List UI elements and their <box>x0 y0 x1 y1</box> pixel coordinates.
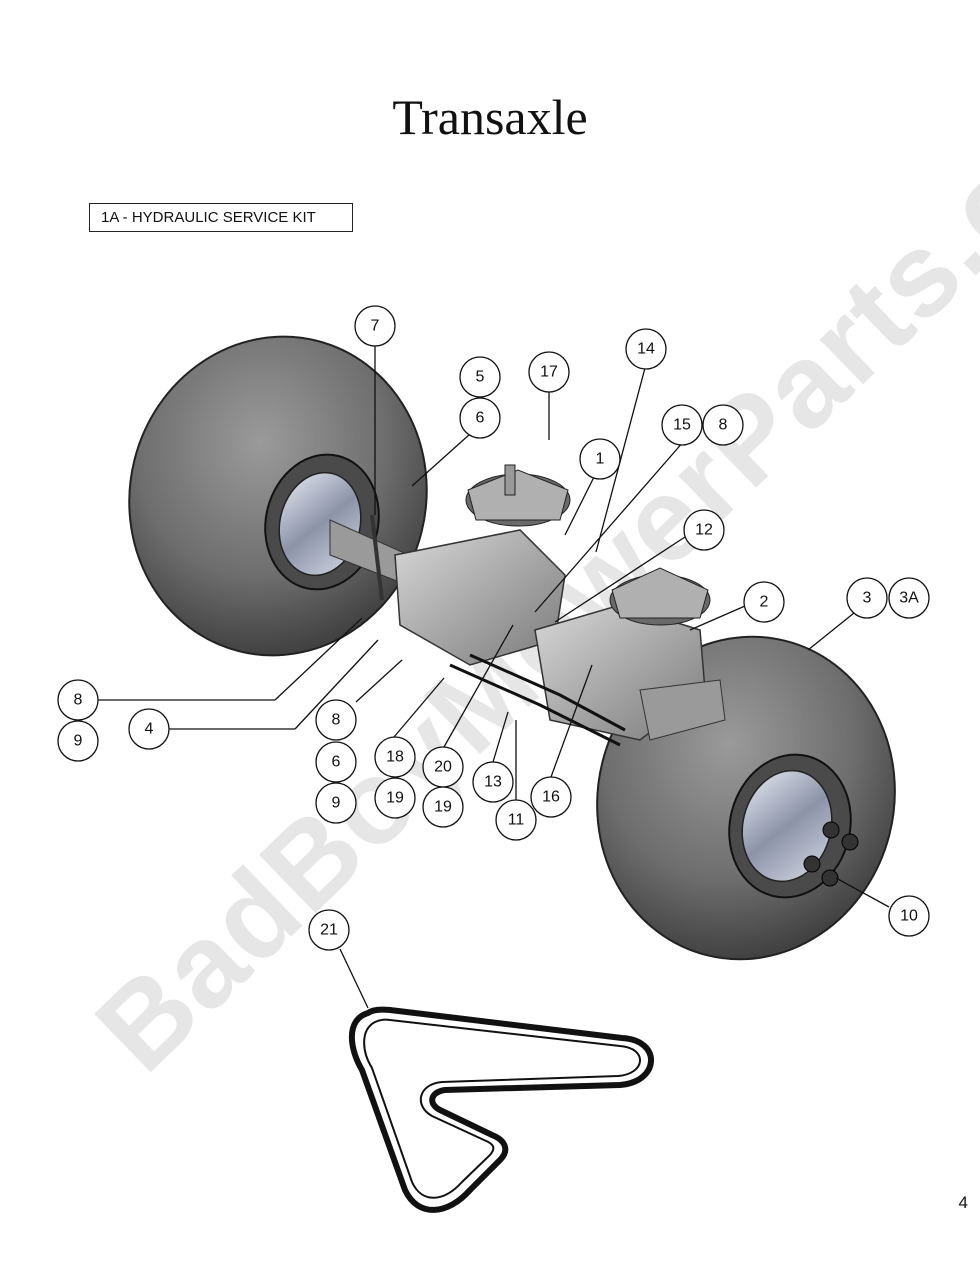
left-fan <box>465 464 571 527</box>
callout-9-mid: 9 <box>315 782 357 824</box>
svg-text:16: 16 <box>542 789 560 806</box>
svg-text:3A: 3A <box>899 590 919 607</box>
callout-3: 3 <box>846 577 888 619</box>
right-transaxle <box>534 567 726 741</box>
center-belt <box>449 653 626 747</box>
svg-text:11: 11 <box>508 812 525 829</box>
svg-text:8: 8 <box>74 692 83 709</box>
callout-9-left: 9 <box>57 720 99 762</box>
lug-nuts <box>803 821 859 887</box>
kit-label: 1A - HYDRAULIC SERVICE KIT <box>89 203 353 232</box>
callout-13: 13 <box>472 761 514 803</box>
callout-12: 12 <box>683 509 725 551</box>
svg-text:18: 18 <box>386 749 404 766</box>
callout-1: 1 <box>579 438 621 480</box>
svg-text:5: 5 <box>476 369 485 386</box>
callout-3a: 3A <box>888 577 930 619</box>
svg-text:6: 6 <box>332 754 341 771</box>
callout-21: 21 <box>308 909 350 951</box>
callout-15: 15 <box>661 404 703 446</box>
svg-text:8: 8 <box>332 712 341 729</box>
svg-text:17: 17 <box>540 364 558 381</box>
callout-8-top: 8 <box>702 404 744 446</box>
callout-19-a: 19 <box>374 777 416 819</box>
svg-text:4: 4 <box>145 721 154 738</box>
svg-text:14: 14 <box>637 341 655 358</box>
callout-6: 6 <box>459 397 501 439</box>
svg-text:15: 15 <box>673 417 691 434</box>
callout-19-b: 19 <box>422 786 464 828</box>
callout-8-left: 8 <box>57 679 99 721</box>
svg-text:20: 20 <box>434 759 452 776</box>
svg-text:19: 19 <box>434 799 452 816</box>
left-tire <box>128 335 428 657</box>
callout-16: 16 <box>530 776 572 818</box>
svg-text:21: 21 <box>320 922 338 939</box>
svg-text:19: 19 <box>386 790 404 807</box>
callout-17: 17 <box>528 351 570 393</box>
callout-18: 18 <box>374 736 416 778</box>
callout-8-mid: 8 <box>315 699 357 741</box>
callout-20: 20 <box>422 746 464 788</box>
svg-text:2: 2 <box>760 594 769 611</box>
svg-text:13: 13 <box>484 774 502 791</box>
callout-14: 14 <box>625 328 667 370</box>
callout-7: 7 <box>354 305 396 347</box>
svg-text:1: 1 <box>596 451 605 468</box>
callout-4: 4 <box>128 708 170 750</box>
svg-text:6: 6 <box>476 410 485 427</box>
svg-text:12: 12 <box>695 522 713 539</box>
belt-21 <box>348 1006 654 1213</box>
callout-6-mid: 6 <box>315 741 357 783</box>
svg-text:3: 3 <box>863 590 872 607</box>
callout-11: 11 <box>495 799 537 841</box>
svg-text:10: 10 <box>900 908 918 925</box>
callout-2: 2 <box>743 581 785 623</box>
left-transaxle <box>329 464 571 666</box>
svg-text:9: 9 <box>74 733 83 750</box>
svg-text:7: 7 <box>371 318 380 335</box>
svg-text:8: 8 <box>719 417 728 434</box>
page-title: Transaxle <box>392 89 588 145</box>
callout-10: 10 <box>888 895 930 937</box>
page-number: 4 <box>958 1193 968 1212</box>
callout-group: 7 5 6 17 14 15 8 1 12 2 3 3A 8 9 4 8 6 9… <box>57 305 930 951</box>
callout-5: 5 <box>459 356 501 398</box>
right-fan <box>609 567 711 626</box>
svg-text:9: 9 <box>332 795 341 812</box>
